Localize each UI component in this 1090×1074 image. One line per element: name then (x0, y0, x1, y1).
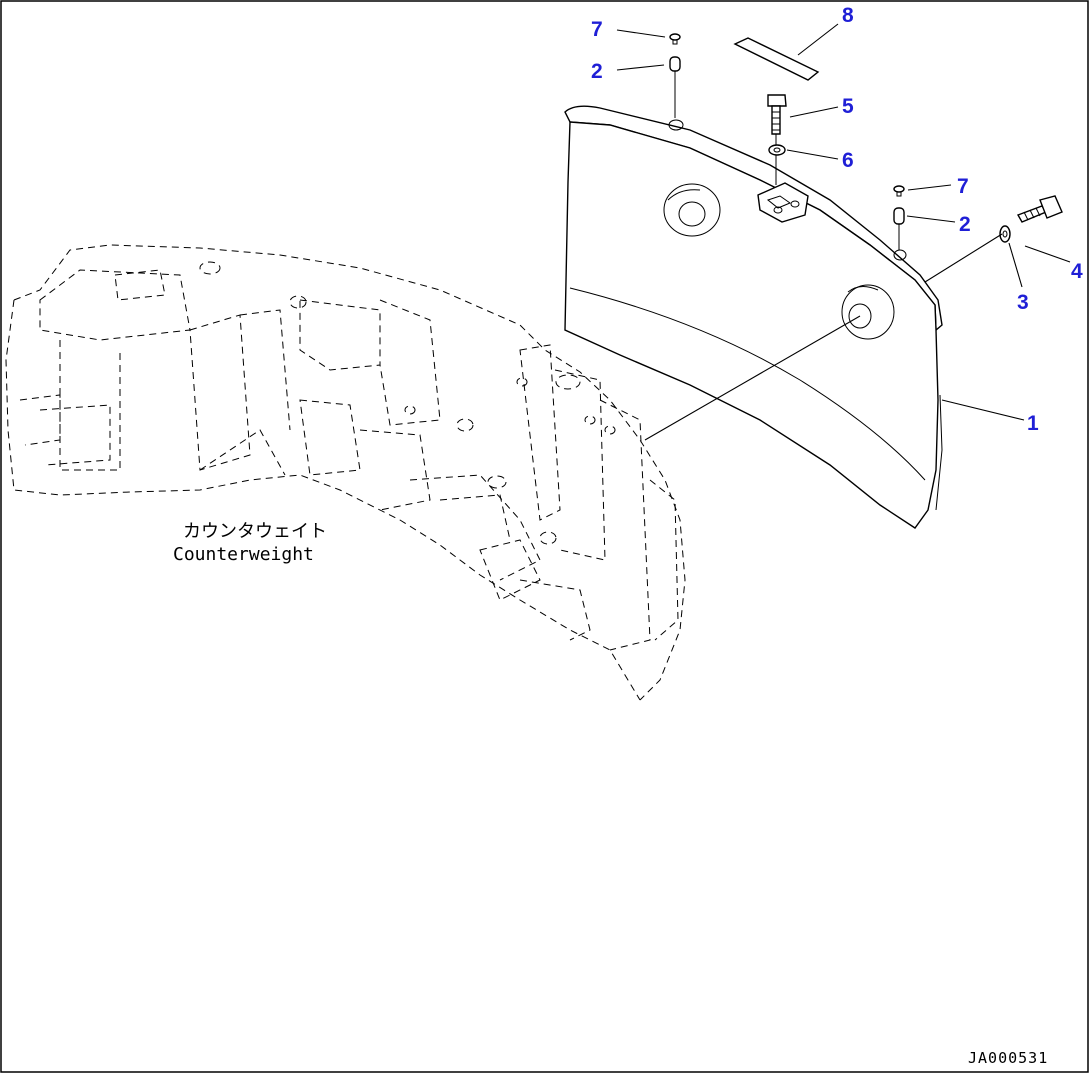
callout-2-lower: 2 (959, 213, 971, 236)
plate-8 (733, 37, 820, 81)
counterweight-body (5, 244, 686, 701)
callout-5: 5 (842, 95, 854, 118)
callout-6: 6 (842, 149, 854, 172)
washer-3-hole (1002, 230, 1008, 238)
washer-3 (999, 225, 1011, 243)
callout-7-upper: 7 (591, 18, 603, 41)
callout-4: 4 (1071, 260, 1083, 283)
pin-2-lower (893, 207, 905, 250)
pin-2-upper (669, 56, 681, 118)
callouts: 7 2 8 5 6 7 2 4 3 1 (591, 4, 1083, 435)
screw-7-lower (893, 185, 905, 197)
drawing-code: JA000531 (968, 1049, 1048, 1067)
cover-plate (564, 105, 943, 529)
washer-6 (768, 144, 786, 156)
callout-1: 1 (1027, 412, 1039, 435)
leader-lines (616, 23, 1071, 441)
counterweight-label-en: Counterweight (173, 544, 314, 565)
callout-2-upper: 2 (591, 60, 603, 83)
bolt-5 (767, 94, 787, 185)
washer-6-hole (773, 147, 781, 153)
counterweight-label-jp: カウンタウェイト (183, 521, 327, 542)
callout-3: 3 (1017, 291, 1029, 314)
screw-7-upper (669, 33, 681, 45)
bolt-4 (1016, 195, 1063, 223)
callout-7-lower: 7 (957, 175, 969, 198)
callout-8: 8 (842, 4, 854, 27)
